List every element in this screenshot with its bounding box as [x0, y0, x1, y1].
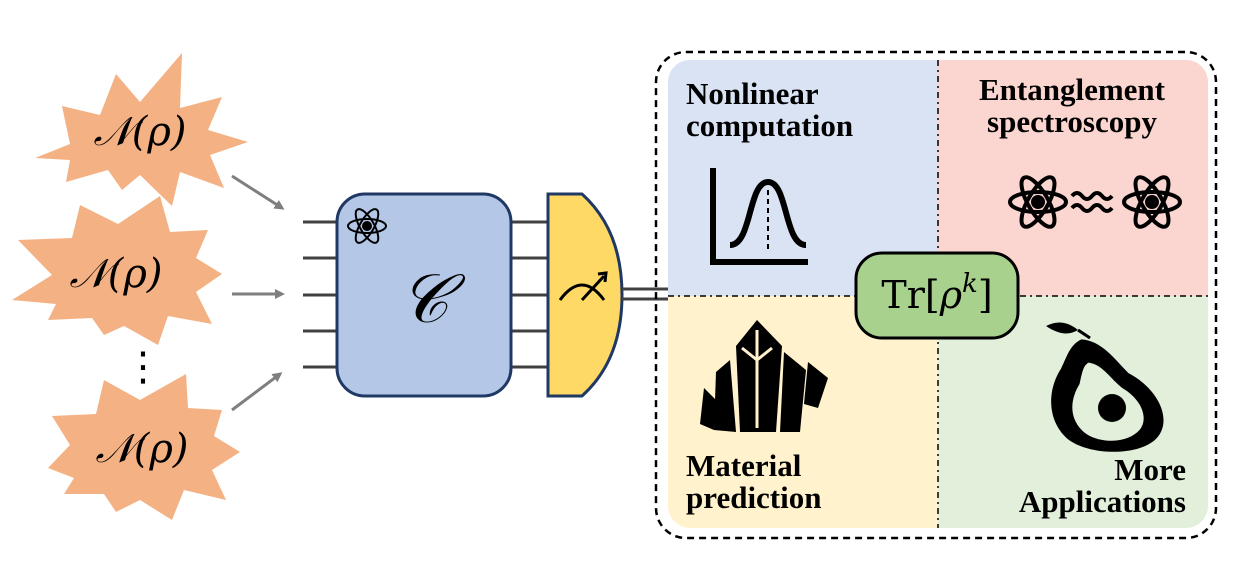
- arrow-3: [231, 372, 283, 412]
- more-title-line2: Applications: [1019, 484, 1186, 519]
- trace-suffix: ]: [978, 273, 993, 317]
- nonlinear-title-line1: Nonlinear: [686, 76, 819, 111]
- input-wires: [303, 220, 338, 369]
- trace-label: Tr[ρk]: [881, 269, 992, 317]
- input-arrows: [231, 174, 285, 412]
- more-title-line1: More: [1114, 452, 1186, 487]
- avocado-icon: [1046, 322, 1164, 452]
- trace-prefix: Tr[: [881, 273, 939, 317]
- arrow-1: [231, 174, 285, 210]
- measurement: [546, 192, 624, 398]
- quadrant-material: Material prediction: [686, 320, 828, 515]
- input-star-2: 𝒩(ρ): [12, 196, 222, 345]
- trace-rho: ρ: [939, 273, 963, 317]
- trace-box: Tr[ρk]: [854, 251, 1020, 340]
- entangled-atoms-icon: [1008, 175, 1182, 229]
- material-title-line2: prediction: [686, 480, 822, 515]
- material-title-line1: Material: [686, 448, 802, 483]
- input-star-2-label: 𝒩(ρ): [69, 251, 162, 297]
- nonlinear-title-line2: computation: [686, 108, 853, 143]
- entanglement-title-line2: spectroscopy: [987, 104, 1157, 139]
- trace-power: k: [962, 269, 978, 299]
- meter-icon: [558, 271, 608, 302]
- input-star-1-label: 𝒩(ρ): [93, 109, 186, 155]
- input-star-3-label: 𝒩(ρ): [95, 426, 188, 472]
- atom-icon: [347, 208, 387, 244]
- entanglement-title-line1: Entanglement: [979, 72, 1166, 107]
- quadrant-more: More Applications: [1019, 322, 1186, 519]
- ellipsis: ⋮: [123, 344, 163, 390]
- quadrant-entanglement: Entanglement spectroscopy: [979, 72, 1182, 229]
- input-star-3: 𝒩(ρ): [48, 374, 240, 520]
- crystal-icon: [700, 320, 828, 432]
- input-star-1: 𝒩(ρ): [35, 53, 248, 206]
- quantum-circuit: 𝒞: [335, 192, 513, 398]
- panel-border: [654, 50, 1218, 540]
- distribution-icon: [710, 168, 808, 265]
- quadrant-nonlinear: Nonlinear computation: [686, 76, 853, 265]
- output-wires: [510, 220, 547, 369]
